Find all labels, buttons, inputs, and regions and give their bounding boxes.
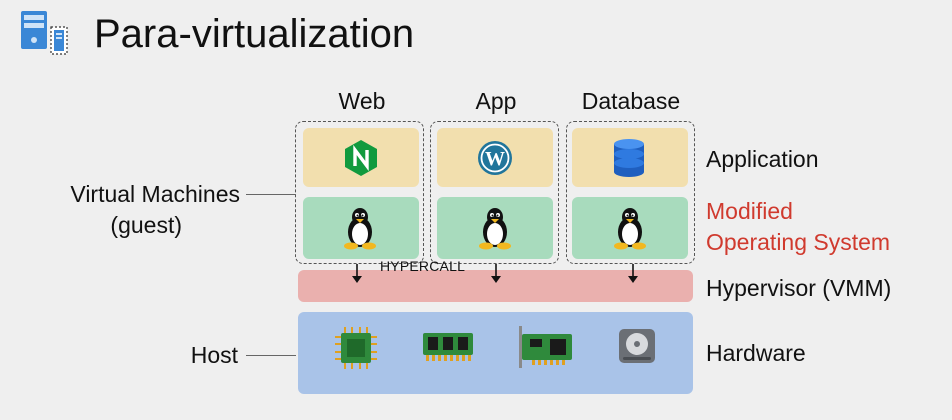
hypercall-arrow-database — [627, 264, 639, 289]
network-card-icon — [516, 324, 574, 370]
vm-frame-app — [430, 121, 559, 264]
vm-frame-web — [295, 121, 424, 264]
page-title: Para-virtualization — [94, 12, 415, 56]
leader-line-host — [246, 355, 296, 356]
label-host: Host — [190, 342, 238, 368]
server-icon — [20, 10, 70, 56]
label-hardware: Hardware — [706, 340, 806, 366]
nginx-icon — [343, 139, 379, 177]
leader-line-guest — [246, 194, 296, 195]
hard-disk-icon — [618, 328, 656, 364]
label-guest: (guest) — [110, 212, 182, 238]
ram-icon — [422, 330, 474, 364]
label-modified: Modified — [706, 198, 793, 224]
column-header-database: Database — [581, 88, 681, 114]
vm-frame-database — [566, 121, 695, 264]
hypercall-arrow-app — [490, 264, 502, 289]
label-virtual-machines: Virtual Machines — [70, 181, 240, 207]
linux-penguin-icon — [613, 206, 647, 250]
label-hypervisor: Hypervisor (VMM) — [706, 275, 892, 301]
linux-penguin-icon — [478, 206, 512, 250]
column-header-app: App — [475, 88, 517, 114]
hypercall-arrow-web — [351, 264, 363, 289]
hypercall-label: HYPERCALL — [380, 258, 466, 274]
label-application: Application — [706, 146, 819, 172]
label-operating-system: Operating System — [706, 229, 891, 255]
column-header-web: Web — [338, 88, 386, 114]
database-icon — [613, 138, 645, 178]
linux-penguin-icon — [343, 206, 377, 250]
cpu-icon — [333, 325, 379, 371]
wordpress-icon: W — [477, 140, 513, 176]
svg-text:W: W — [485, 148, 505, 170]
